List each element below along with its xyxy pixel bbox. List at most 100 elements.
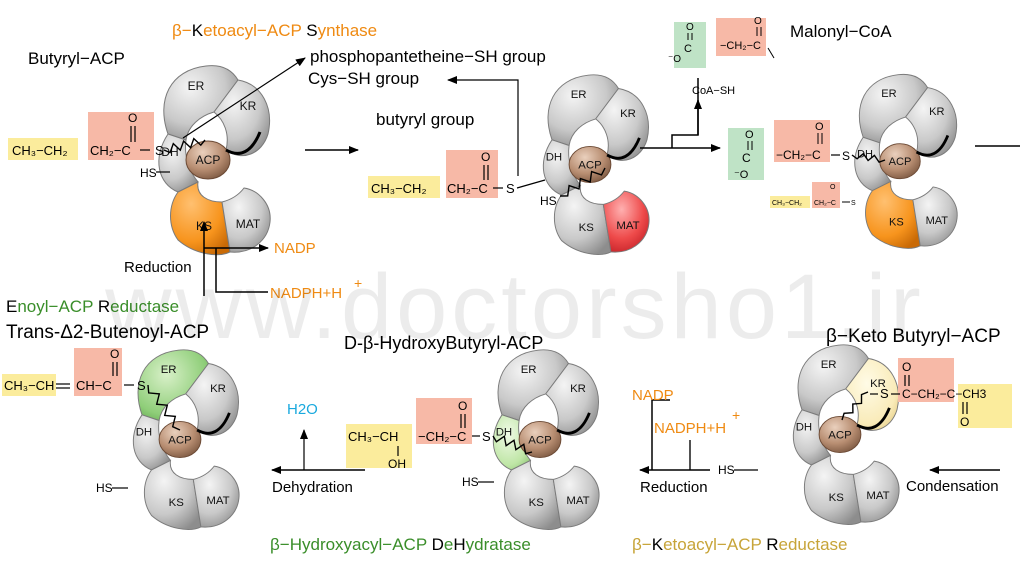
- domain-label-mat: MAT: [866, 490, 889, 502]
- nadp-label-2: NADP: [632, 387, 674, 404]
- domain-label-dh: DH: [546, 152, 562, 164]
- domain-label-ks: KS: [169, 497, 185, 509]
- domain-er: [858, 73, 929, 144]
- ketoacyl-reductase-title: β−Ketoacyl−ACP Reductase: [632, 535, 848, 554]
- domain-acp: [518, 420, 562, 459]
- phosphopantetheine-arm: [559, 167, 606, 197]
- hs-label: HS: [540, 194, 557, 208]
- domain-er: [137, 349, 210, 422]
- domain-ks: [803, 454, 862, 525]
- phosphopantetheine-arm: [163, 137, 206, 154]
- domain-label-er: ER: [521, 364, 537, 376]
- oxygen: O: [902, 360, 911, 374]
- oxygen: O: [815, 121, 824, 133]
- coa-sh-label: CoA−SH: [692, 85, 735, 97]
- domain-label-er: ER: [881, 88, 896, 100]
- carboxylate-oxygen: ⁻O: [668, 54, 681, 65]
- ethyl-box: [368, 176, 440, 198]
- domain-label-mat: MAT: [566, 495, 589, 507]
- hydroxyl-box: [346, 424, 412, 468]
- hydroxybutyryl-title: D-β-HydroxyButyryl-ACP: [344, 333, 543, 353]
- condensation-label: Condensation: [906, 478, 999, 495]
- hs-label: HS: [718, 463, 735, 477]
- oxygen: O: [745, 129, 754, 141]
- domain-kr: [904, 87, 957, 158]
- malonyl-chain: −CH₂−C: [720, 40, 761, 52]
- domain-er: [163, 65, 239, 141]
- domain-label-mat: MAT: [236, 217, 261, 231]
- oxygen: O: [128, 111, 137, 125]
- domain-label-kr: KR: [570, 383, 586, 395]
- domain-label-kr: KR: [210, 383, 226, 395]
- domain-label-acp: ACP: [196, 153, 221, 167]
- bond: [516, 179, 546, 189]
- carbonyl-box: [898, 358, 954, 402]
- domain-ks: [503, 459, 562, 530]
- oxygen: O: [458, 399, 467, 413]
- hydroxybutyryl-chain: CH₃−CH: [348, 429, 398, 444]
- domain-mat: [602, 190, 650, 253]
- watermark-text: www.doctorsho1.ir: [105, 256, 925, 358]
- domain-mat: [912, 186, 958, 247]
- arrow-nadp2-in: [651, 399, 670, 470]
- domain-label-acp: ACP: [168, 434, 191, 446]
- domain-label-ks: KS: [829, 492, 845, 504]
- acp-linker: [915, 134, 950, 157]
- phosphopantetheine-arm: [851, 152, 886, 163]
- domain-label-er: ER: [188, 79, 205, 93]
- acp-linker: [556, 412, 591, 435]
- domain-mat: [852, 460, 900, 523]
- domain-acp: [818, 415, 862, 454]
- sulfur: S: [506, 181, 515, 196]
- carbon: C: [684, 43, 692, 55]
- hs-label: HS: [140, 166, 157, 180]
- ketoacyl-synthase-title: β−Ketoacyl−ACP Synthase: [172, 21, 377, 40]
- domain-label-acp: ACP: [528, 434, 551, 446]
- acp-linker: [606, 137, 641, 160]
- pointer-cys: [447, 76, 519, 176]
- domain-kr: [185, 362, 239, 436]
- domain-label-kr: KR: [929, 106, 944, 118]
- oxygen: O: [830, 184, 836, 191]
- carbonyl-box: [88, 112, 154, 160]
- domain-kr: [545, 362, 599, 436]
- carbonyl-box: [446, 150, 498, 198]
- oxygen: O: [960, 415, 969, 429]
- carbonyl-box: [74, 348, 122, 396]
- dehydration-label: Dehydration: [272, 479, 353, 496]
- h2o-label: H2O: [287, 401, 318, 418]
- domain-kr: [595, 87, 649, 161]
- carbonyl-box: [812, 182, 840, 208]
- carbonyl-box: [774, 120, 830, 162]
- domain-label-ks: KS: [889, 217, 904, 229]
- nadph-plus-2: +: [732, 407, 740, 423]
- cys-sh-label: Cys−SH group: [308, 69, 419, 88]
- bond: [767, 47, 775, 59]
- oxygen: O: [110, 347, 119, 361]
- domain-ks: [143, 459, 202, 530]
- ethyl-box: [770, 196, 810, 208]
- domain-label-dh: DH: [796, 422, 812, 434]
- nadph-label-2: NADPH+H: [654, 420, 726, 437]
- small-butyryl-chain: CH₃−CH₂: [772, 200, 802, 207]
- malonyl-chain: −CH₂−C: [776, 148, 821, 162]
- carboxylate-oxygen: ⁻O: [734, 169, 749, 181]
- keto-butyryl-title: β−Keto Butyryl−ACP: [826, 326, 1001, 347]
- sulfur: S: [880, 386, 889, 401]
- domain-label-kr: KR: [240, 99, 257, 113]
- sulfur: S: [155, 143, 164, 158]
- domain-mat: [221, 187, 271, 253]
- domain-mat: [552, 465, 600, 528]
- carbon: C: [742, 151, 751, 165]
- domain-label-kr: KR: [870, 378, 886, 390]
- domain-ks: [170, 181, 231, 256]
- carboxyl-box: [728, 128, 764, 180]
- acp-linker: [196, 412, 231, 435]
- carbonyl-box: [416, 398, 472, 444]
- nadp-label-1: NADP: [274, 240, 316, 257]
